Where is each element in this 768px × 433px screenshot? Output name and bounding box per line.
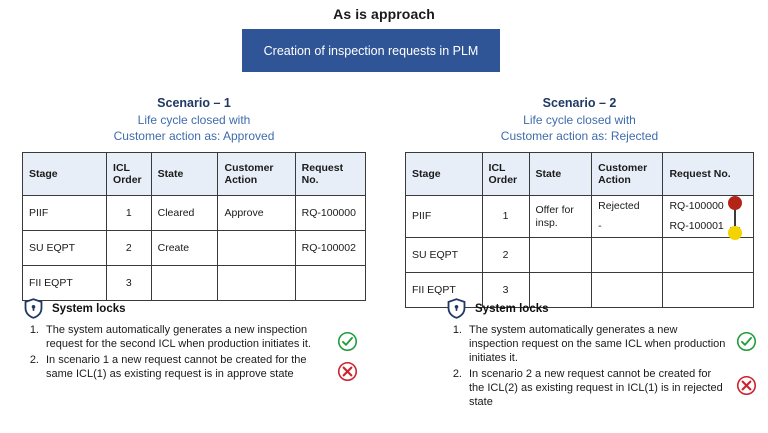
cell-customer-action-line2: - — [598, 220, 602, 232]
status-dots-annotation — [726, 196, 752, 244]
cell-customer-action: Approve — [217, 195, 296, 231]
system-locks-title: System locks — [475, 302, 549, 315]
cell-request-no: RQ-100000 — [294, 195, 367, 231]
cell-state — [528, 237, 593, 273]
yellow-status-dot-icon — [728, 226, 742, 240]
system-locks-header: System locks — [24, 298, 360, 319]
cell-request-no — [294, 265, 367, 301]
red-status-dot-icon — [728, 196, 742, 210]
table-row: SU EQPT 2 — [405, 237, 754, 273]
column-header-request-no: Request No. — [294, 152, 367, 196]
cell-request-no — [662, 237, 754, 273]
list-item-text: In scenario 2 a new request cannot be cr… — [469, 367, 723, 409]
connector-line — [734, 201, 736, 234]
cell-customer-action-line1: Rejected — [598, 200, 640, 212]
cross-circle-icon — [733, 367, 759, 396]
system-locks-title: System locks — [52, 302, 126, 315]
cell-stage: PIIF — [405, 195, 483, 238]
table-row: PIIF 1 Cleared Approve RQ-100000 — [21, 195, 367, 231]
cell-icl-order: 2 — [481, 237, 530, 273]
cell-stage: SU EQPT — [405, 237, 483, 273]
cell-customer-action: Rejected - — [591, 195, 664, 238]
system-locks-scenario-2: System locks 1. The system automatically… — [447, 298, 759, 409]
shield-lock-icon — [447, 298, 466, 319]
cell-state: Create — [150, 230, 219, 266]
cell-icl-order: 1 — [106, 195, 152, 231]
table-row: FII EQPT 3 — [405, 272, 754, 308]
cell-customer-action — [591, 272, 664, 308]
scenario-2-title: Scenario – 2 — [542, 96, 617, 110]
title-banner: Creation of inspection requests in PLM — [242, 29, 500, 72]
column-header-icl-order: ICL Order — [106, 152, 152, 196]
cell-customer-action — [217, 230, 296, 266]
cell-state: Cleared — [150, 195, 219, 231]
list-item-number: 2. — [452, 367, 462, 380]
scenario-2-subtitle-line2: Customer action as: Rejected — [500, 128, 659, 143]
list-item-text: The system automatically generates a new… — [46, 324, 311, 351]
table-header-row: Stage ICL Order State Customer Action Re… — [21, 152, 367, 196]
cell-state — [528, 272, 593, 308]
table-row: SU EQPT 2 Create RQ-100002 — [21, 230, 367, 266]
scenario-2-panel: Scenario – 2 Life cycle closed with Cust… — [405, 96, 754, 308]
scenario-1-table: Stage ICL Order State Customer Action Re… — [21, 152, 367, 301]
check-circle-icon — [334, 323, 360, 352]
cell-state — [150, 265, 219, 301]
page-title: As is approach — [333, 6, 435, 22]
list-item: 1. The system automatically generates a … — [24, 323, 360, 352]
column-header-customer-action: Customer Action — [217, 152, 296, 196]
cell-request-no-line1: RQ-100000 — [669, 200, 724, 212]
column-header-icl-order: ICL Order — [481, 152, 530, 196]
scenario-2-table: Stage ICL Order State Customer Action Re… — [405, 152, 754, 308]
cell-request-no-line2: RQ-100001 — [669, 220, 724, 232]
list-item: 2. In scenario 2 a new request cannot be… — [447, 367, 759, 410]
cell-stage: PIIF — [21, 195, 108, 231]
cell-request-no: RQ-100002 — [294, 230, 367, 266]
table-row: PIIF 1 Offer for insp. Rejected - RQ-100… — [405, 195, 754, 238]
cell-icl-order: 2 — [106, 230, 152, 266]
cell-state: Offer for insp. — [528, 195, 593, 238]
system-locks-header: System locks — [447, 298, 759, 319]
column-header-request-no: Request No. — [662, 152, 754, 196]
list-item-number: 2. — [29, 354, 39, 366]
column-header-state: State — [150, 152, 219, 196]
list-item-text: In scenario 1 a new request cannot be cr… — [46, 354, 307, 381]
cell-stage: FII EQPT — [21, 265, 108, 301]
table-header-row: Stage ICL Order State Customer Action Re… — [405, 152, 754, 196]
cell-request-no — [662, 272, 754, 308]
cell-icl-order: 3 — [106, 265, 152, 301]
cell-customer-action — [591, 237, 664, 273]
table-row: FII EQPT 3 — [21, 265, 367, 301]
list-item-number: 1. — [29, 324, 39, 336]
scenario-1-subtitle-line1: Life cycle closed with — [137, 113, 251, 127]
list-item-number: 1. — [452, 324, 462, 336]
column-header-stage: Stage — [21, 152, 108, 196]
scenario-1-subtitle-line2: Customer action as: Approved — [113, 128, 275, 143]
shield-lock-icon — [24, 298, 43, 319]
cell-stage: SU EQPT — [21, 230, 108, 266]
column-header-customer-action: Customer Action — [591, 152, 664, 196]
cross-circle-icon — [334, 353, 360, 382]
cell-icl-order: 3 — [481, 272, 530, 308]
list-item-text: The system automatically generates a new… — [469, 324, 726, 365]
column-header-state: State — [528, 152, 593, 196]
list-item: 1. The system automatically generates a … — [447, 323, 759, 366]
check-circle-icon — [733, 323, 759, 352]
cell-icl-order: 1 — [481, 195, 530, 238]
list-item: 2. In scenario 1 a new request cannot be… — [24, 353, 360, 382]
column-header-stage: Stage — [405, 152, 483, 196]
scenario-1-panel: Scenario – 1 Life cycle closed with Cust… — [21, 96, 367, 301]
cell-stage: FII EQPT — [405, 272, 483, 308]
scenario-1-title: Scenario – 1 — [157, 96, 231, 110]
system-locks-scenario-1: System locks 1. The system automatically… — [24, 298, 360, 382]
cell-customer-action — [217, 265, 296, 301]
scenario-2-subtitle-line1: Life cycle closed with — [523, 113, 636, 127]
